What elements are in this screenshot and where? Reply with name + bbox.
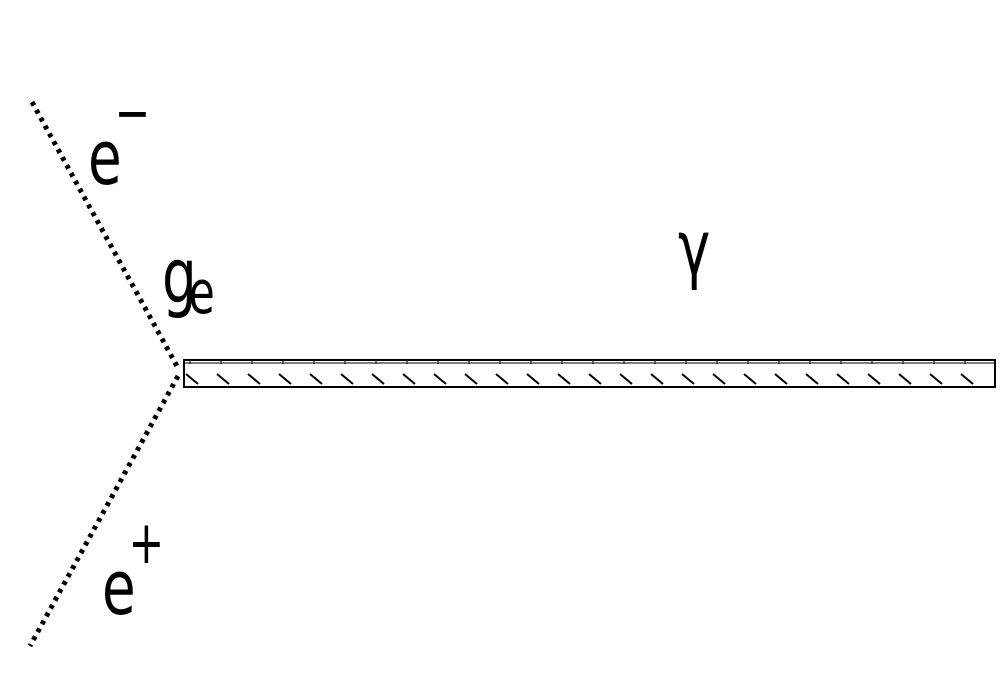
hatch-mark [495,373,509,385]
hatch-mark [557,373,571,385]
hatch-mark [309,373,323,385]
photon-propagator [183,359,996,388]
hatch-mark [340,373,354,385]
electron-label-base: e [88,113,122,202]
hatch-mark [464,373,478,385]
electron-label-charge: − [114,78,151,148]
hatch-mark [433,373,447,385]
hatch-mark [774,373,788,385]
photon-bar-hatching [185,360,974,385]
hatch-mark [867,373,881,385]
hatch-mark [588,373,602,385]
hatch-mark [247,373,261,385]
hatch-mark [185,373,199,385]
hatch-mark [278,373,292,385]
electron-label: e− [88,83,150,196]
hatch-mark [371,373,385,385]
hatch-mark [960,373,974,385]
hatch-mark [805,373,819,385]
hatch-mark [402,373,416,385]
hatch-mark [743,373,757,385]
positron-line [27,374,181,648]
hatch-mark [216,373,230,385]
hatch-mark [898,373,912,385]
hatch-mark [929,373,943,385]
hatch-mark [650,373,664,385]
positron-label: e+ [102,513,164,626]
hatch-mark [681,373,695,385]
hatch-mark [619,373,633,385]
hatch-mark [712,373,726,385]
positron-label-base: e [102,543,136,632]
hatch-mark [526,373,540,385]
photon-label: γ [678,203,711,292]
hatch-mark [836,373,850,385]
positron-label-charge: + [128,508,165,578]
electron-line [29,100,181,370]
coupling-label-subscript: e [188,257,215,327]
coupling-label-base: g [162,231,197,320]
